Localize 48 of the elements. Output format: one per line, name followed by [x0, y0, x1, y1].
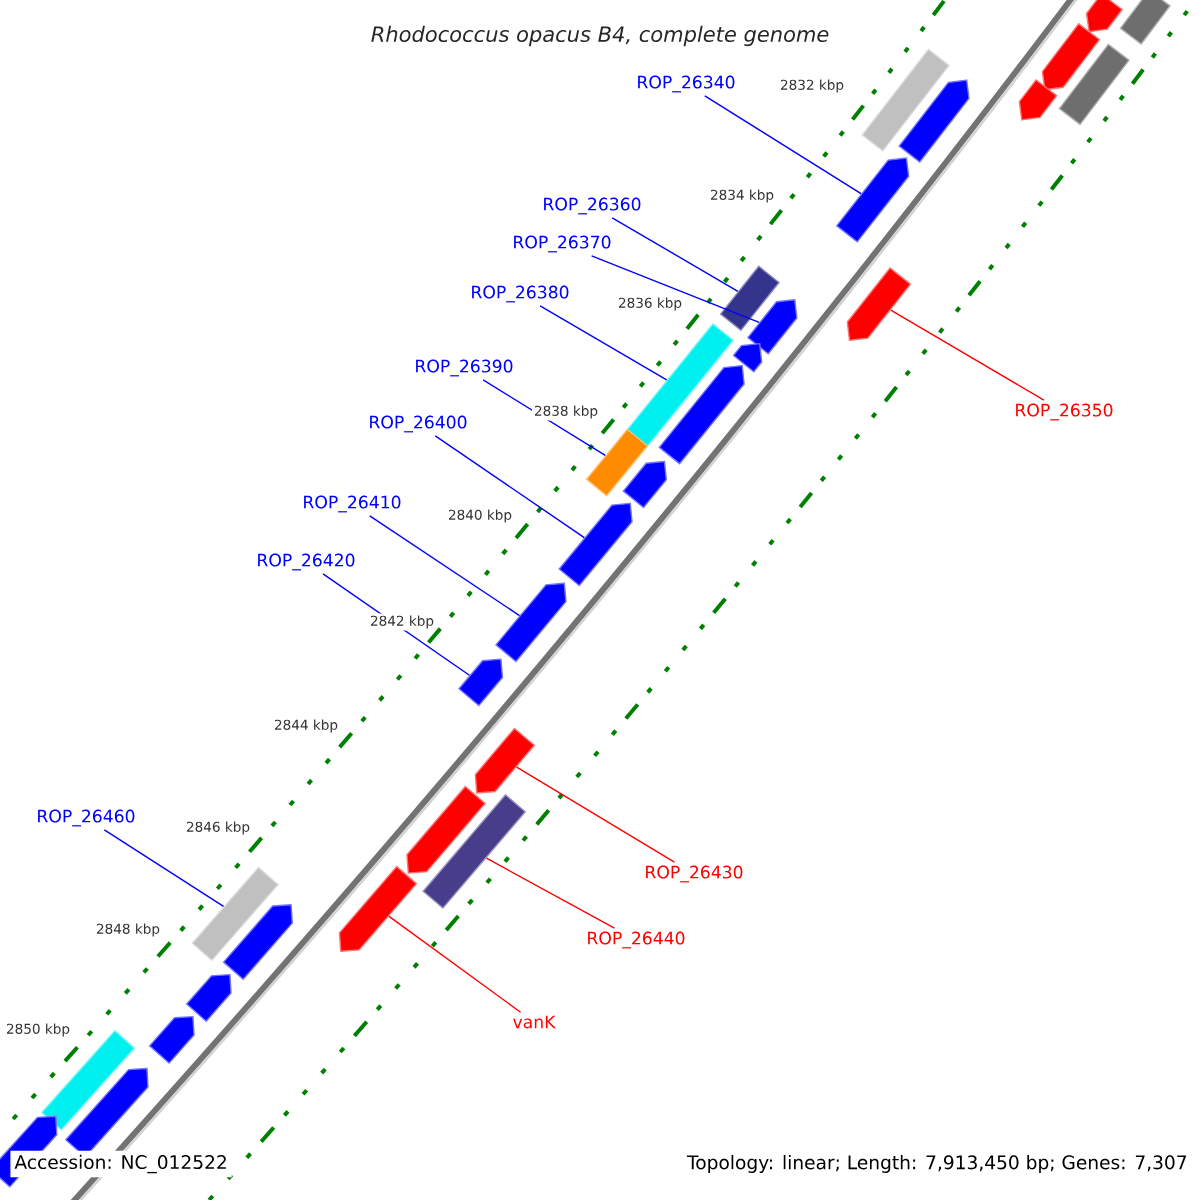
- gene-label: ROP_26410: [304, 495, 401, 513]
- gene-feature: [1119, 0, 1171, 45]
- gene-feature: [1058, 43, 1130, 126]
- gene-feature: [148, 1015, 195, 1065]
- leader-line: [590, 255, 760, 324]
- gene-label: ROP_26370: [514, 235, 611, 253]
- gene-feature: [732, 342, 763, 373]
- leader-line: [539, 305, 668, 381]
- title: Rhodococcus opacus B4, complete genome: [371, 25, 829, 47]
- gene-feature: [1085, 0, 1124, 33]
- gene-label: ROP_26440: [588, 931, 685, 949]
- gene-feature: [406, 785, 487, 874]
- gene-feature: [474, 727, 536, 794]
- gene-feature: [558, 502, 633, 587]
- gene-label: ROP_26400: [370, 415, 467, 433]
- gene-feature: [835, 157, 910, 243]
- gene-label: ROP_26350: [1016, 403, 1113, 421]
- leader-line: [890, 309, 1045, 401]
- gene-feature: [898, 79, 970, 163]
- leader-line: [704, 95, 862, 195]
- leader-line: [516, 766, 676, 863]
- leader-line: [434, 435, 585, 539]
- leader-line: [611, 217, 739, 292]
- leader-line: [482, 379, 606, 457]
- summary-text: Topology: linear; Length: 7,913,450 bp; Genes: 7,307: [683, 1151, 1192, 1177]
- accession-text: Accession: NC_012522: [10, 1150, 232, 1178]
- leader-line: [388, 915, 522, 1013]
- gene-feature: [185, 973, 232, 1023]
- gene-feature: [222, 904, 293, 981]
- gene-label: ROP_26390: [416, 359, 513, 377]
- gene-feature: [1018, 78, 1058, 121]
- gene-label: ROP_26380: [472, 285, 569, 303]
- gene-label: ROP_26340: [638, 75, 735, 93]
- gene-feature: [495, 582, 567, 663]
- gene-feature: [585, 428, 649, 497]
- gene-feature: [658, 364, 745, 465]
- gene-feature: [458, 658, 504, 707]
- gene-label: ROP_26430: [646, 865, 743, 883]
- gene-label: vanK: [513, 1015, 556, 1029]
- leader-line: [103, 829, 225, 908]
- gene-feature: [1041, 22, 1101, 91]
- gene-label: ROP_26460: [38, 809, 135, 827]
- leader-line: [369, 515, 521, 617]
- gene-label: ROP_26420: [258, 553, 355, 571]
- leader-line: [485, 857, 616, 929]
- gene-label: ROP_26360: [544, 197, 641, 215]
- gene-feature: [861, 48, 950, 152]
- gene-feature: [338, 865, 418, 952]
